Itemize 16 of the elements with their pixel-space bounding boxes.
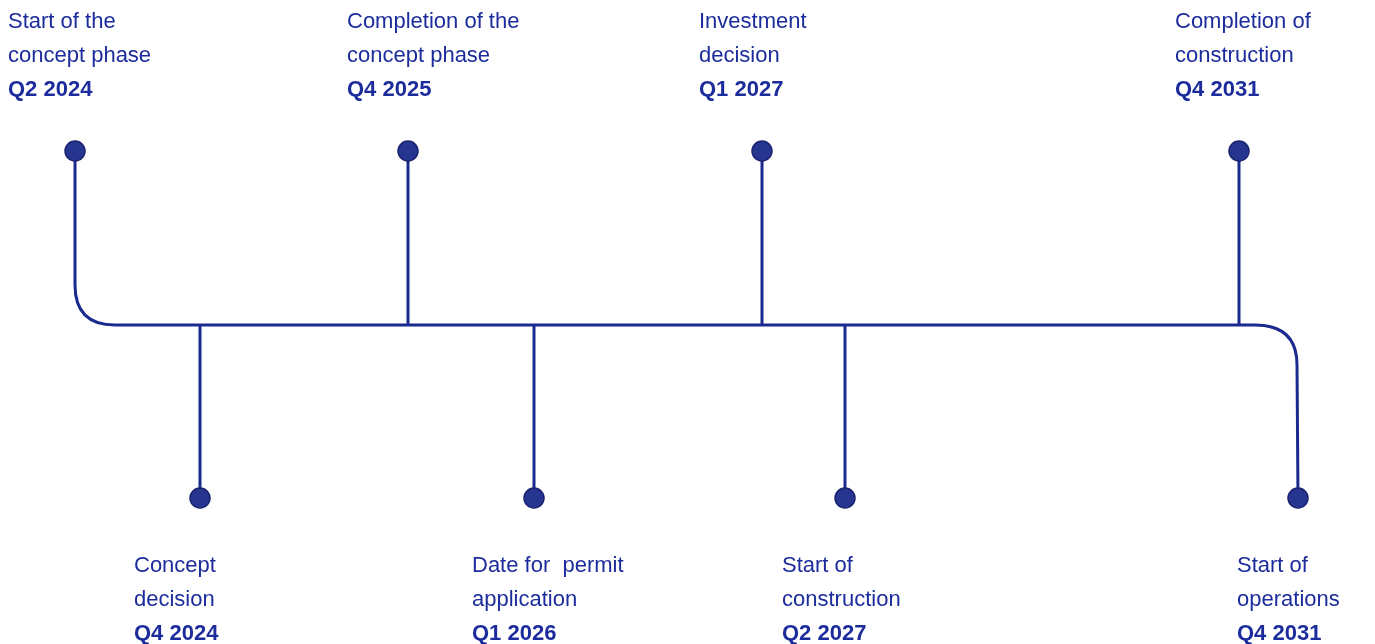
milestone-date: Q1 2026 <box>472 619 558 644</box>
milestone-date: Q1 2027 <box>699 75 785 103</box>
milestone-text: Concept decision <box>134 551 217 613</box>
milestone-text: Start of operations <box>1237 551 1341 613</box>
milestone-date: Q4 2024 <box>134 619 220 644</box>
milestone-date: Q4 2031 <box>1237 619 1323 644</box>
milestone-text: Investment decision <box>699 7 808 69</box>
milestone-text: Completion of construction <box>1175 7 1312 69</box>
milestone-date: Q2 2024 <box>8 75 94 103</box>
milestone-date: Q4 2031 <box>1175 75 1261 103</box>
milestone-text: Completion of the concept phase <box>347 7 521 69</box>
milestone-text: Start of the concept phase <box>8 7 153 69</box>
milestone-text: Start of construction <box>782 551 902 613</box>
milestone-text: Date for permit application <box>472 551 625 613</box>
milestone-date: Q4 2025 <box>347 75 433 103</box>
milestone-date: Q2 2027 <box>782 619 868 644</box>
